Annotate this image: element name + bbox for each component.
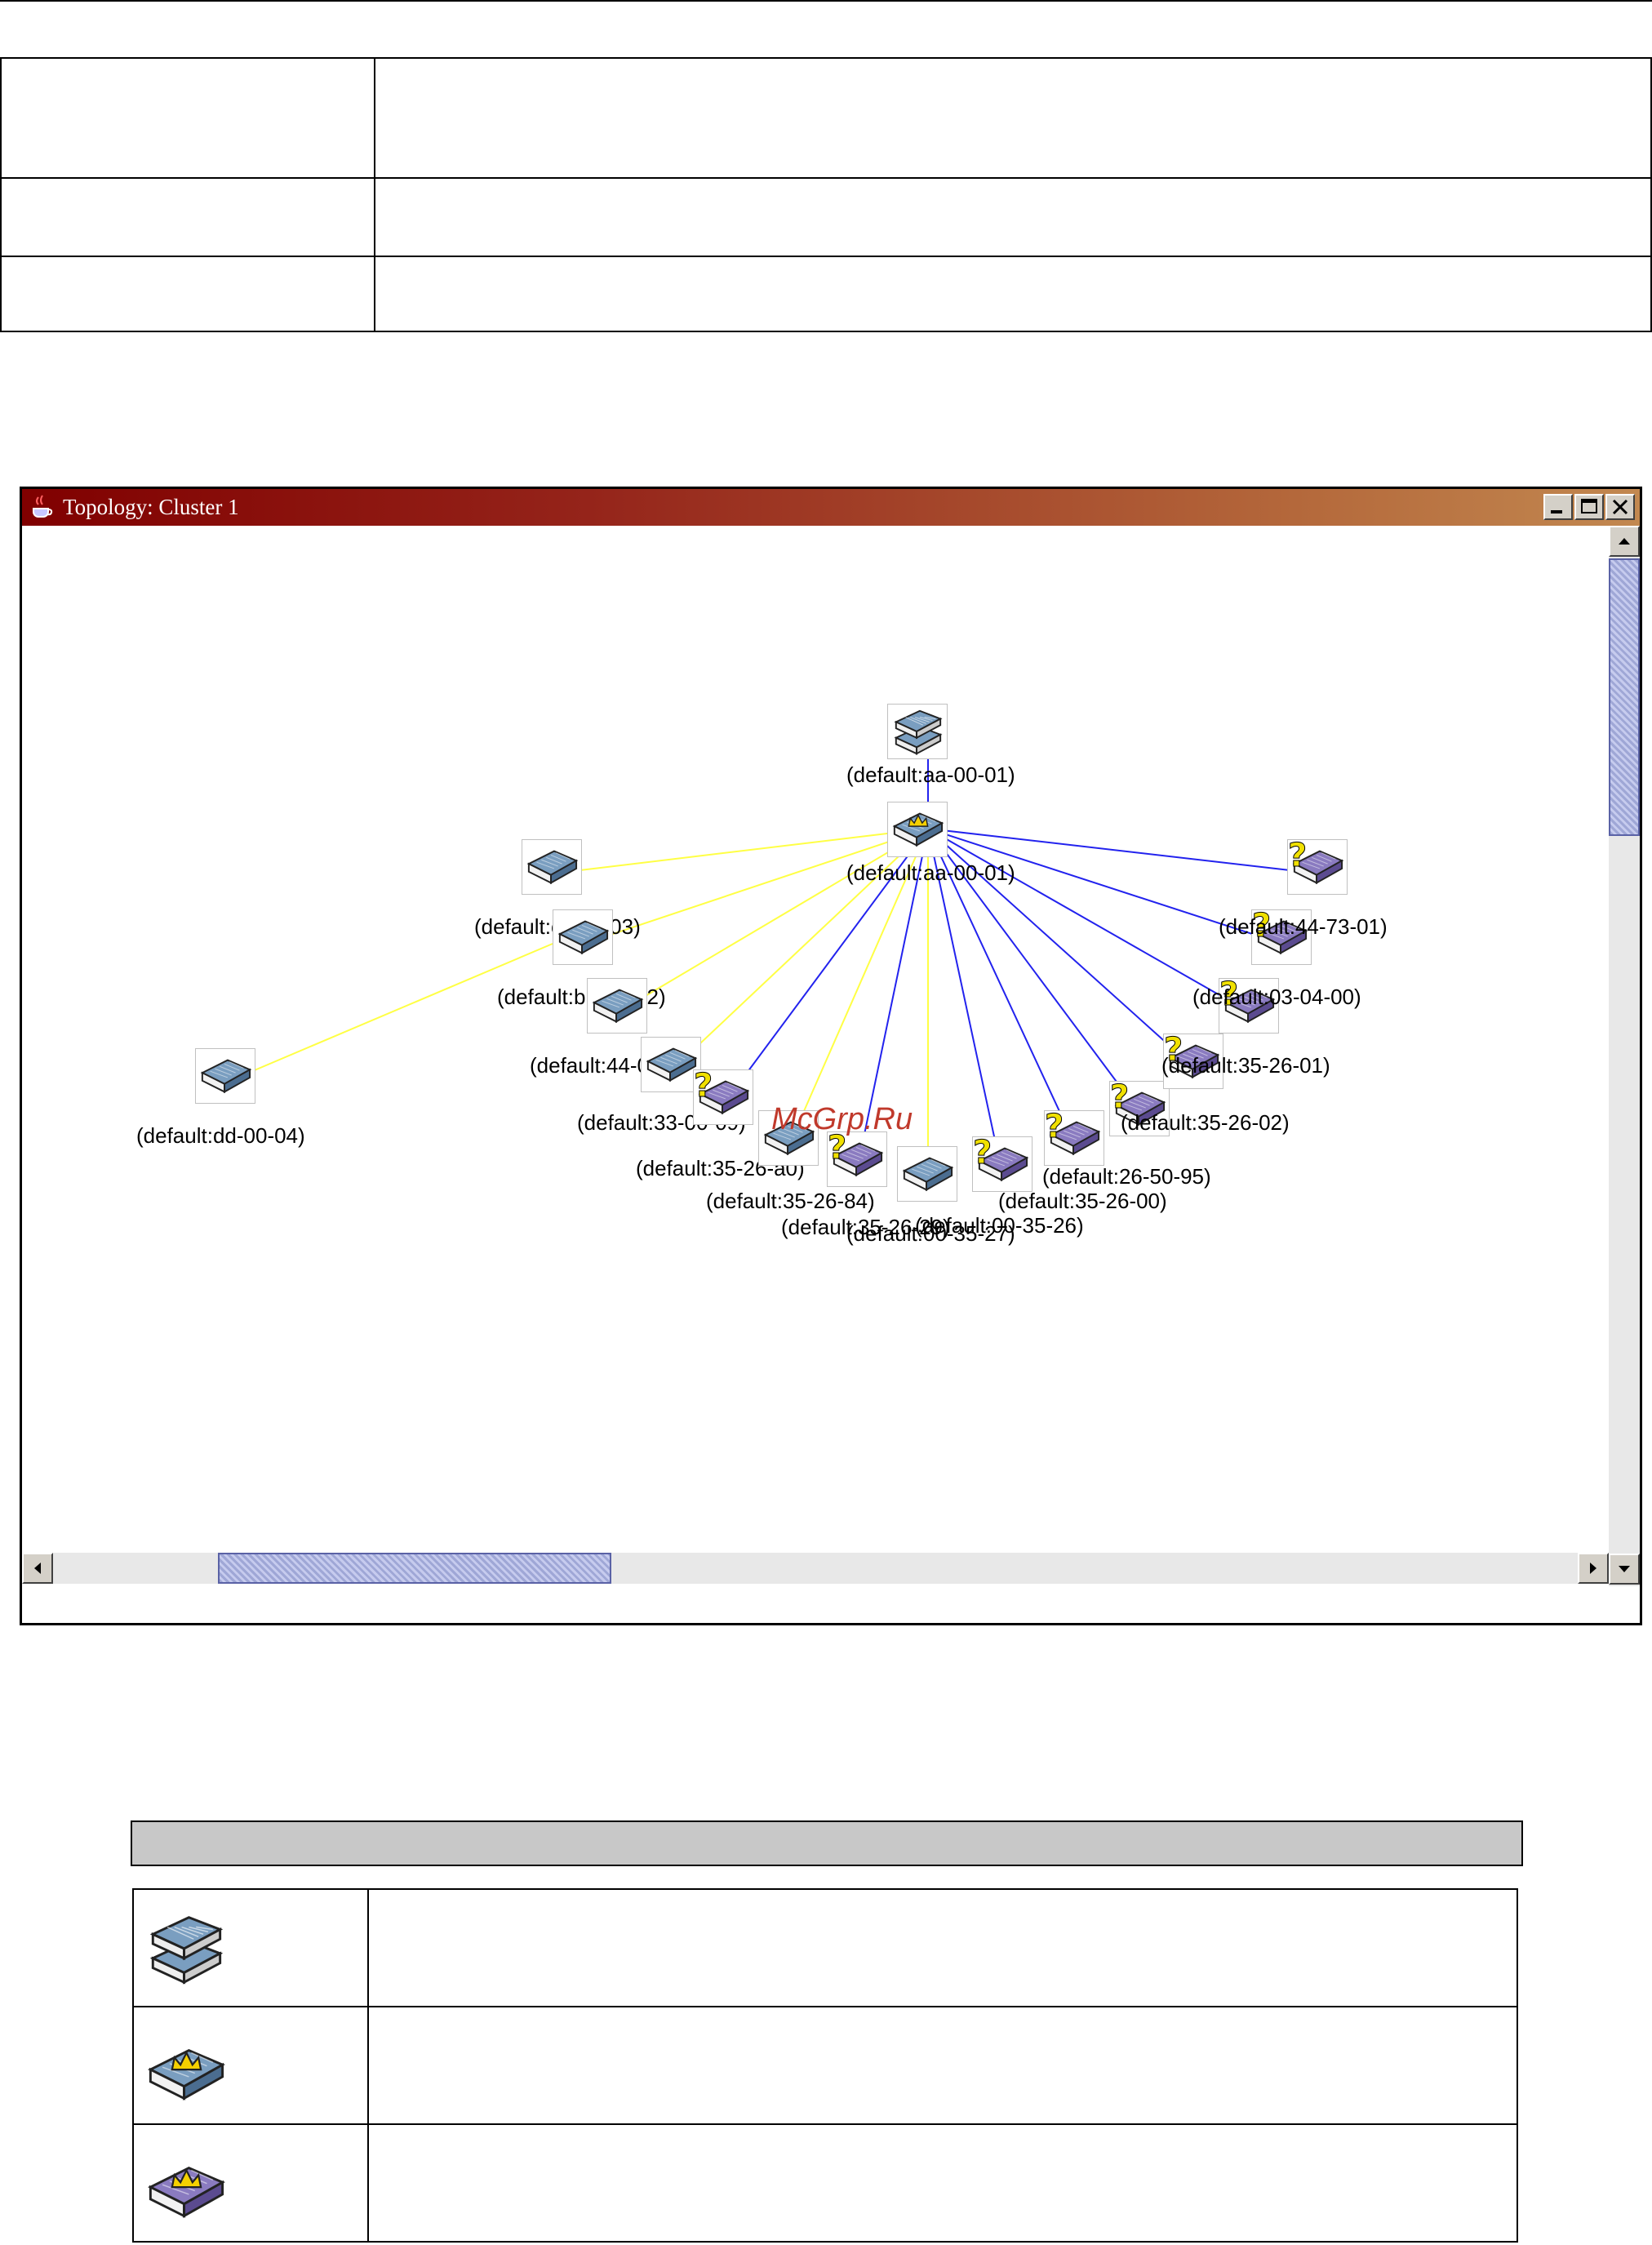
close-button[interactable] bbox=[1605, 494, 1635, 520]
question-mark-icon: ? bbox=[827, 1129, 847, 1167]
arrow-left-icon bbox=[34, 1563, 41, 1574]
title-bar[interactable]: Topology: Cluster 1 bbox=[22, 489, 1640, 526]
link-35-26-01 bbox=[927, 828, 1250, 1013]
node-label: (default:03-04-00) bbox=[1192, 985, 1361, 1009]
question-mark-icon: ? bbox=[1163, 1031, 1183, 1069]
question-mark-icon: ? bbox=[693, 1067, 713, 1105]
topology-node[interactable]: ? bbox=[1109, 1078, 1170, 1136]
table-cell bbox=[374, 256, 1652, 332]
table-cell bbox=[0, 57, 375, 179]
question-mark-icon: ? bbox=[972, 1134, 993, 1172]
scroll-left-button[interactable] bbox=[22, 1553, 53, 1584]
legend-text-cell bbox=[367, 2006, 1518, 2125]
legend-table bbox=[132, 1888, 1518, 2243]
question-mark-icon: ? bbox=[1287, 837, 1308, 875]
watermark: McGrp.Ru bbox=[771, 1102, 913, 1136]
link-dd-00-04 bbox=[238, 943, 553, 1078]
maximize-icon bbox=[1581, 499, 1597, 513]
link-44-00-10 bbox=[617, 828, 929, 1013]
maximize-button[interactable] bbox=[1574, 494, 1604, 520]
legend-icon-cell bbox=[132, 2006, 369, 2125]
node-label: (default:35-26-00) bbox=[998, 1189, 1167, 1213]
scroll-right-button[interactable] bbox=[1578, 1553, 1609, 1584]
topology-node[interactable] bbox=[887, 704, 948, 759]
node-label: (default:35-26-84) bbox=[706, 1189, 875, 1213]
vertical-scroll-thumb[interactable] bbox=[1609, 558, 1640, 836]
topology-node[interactable]: ? bbox=[1287, 837, 1348, 895]
link-cc-00-03 bbox=[552, 828, 929, 874]
topology-node[interactable] bbox=[553, 909, 613, 965]
link-00-35-26 bbox=[927, 828, 1002, 1171]
topology-node[interactable]: ? bbox=[1219, 976, 1279, 1034]
topology-node[interactable] bbox=[887, 802, 948, 857]
node-label: (default:44-73-01) bbox=[1219, 914, 1388, 939]
topology-window: Topology: Cluster 1 bbox=[20, 487, 1642, 1625]
node-label: (default:dd-00-04) bbox=[136, 1123, 305, 1148]
close-icon bbox=[1612, 499, 1628, 515]
node-label: (default:aa-00-01) bbox=[846, 860, 1015, 885]
table-cell bbox=[0, 256, 375, 332]
arrow-up-icon bbox=[1619, 538, 1630, 545]
link-44-73-01 bbox=[927, 828, 1319, 874]
horizontal-scroll-thumb[interactable] bbox=[218, 1553, 611, 1584]
question-mark-icon: ? bbox=[1109, 1078, 1130, 1117]
node-label: (default:26-50-95) bbox=[1042, 1164, 1211, 1189]
link-bb-00-02 bbox=[583, 828, 929, 945]
arrow-right-icon bbox=[1590, 1563, 1596, 1574]
topology-node[interactable] bbox=[897, 1146, 957, 1202]
topology-node[interactable] bbox=[587, 978, 647, 1034]
legend-text-cell bbox=[367, 1888, 1518, 2007]
minimize-icon bbox=[1551, 510, 1562, 513]
topology-node[interactable] bbox=[641, 1037, 701, 1092]
question-mark-icon: ? bbox=[1251, 907, 1272, 945]
topology-links bbox=[238, 757, 1319, 1179]
table-cell bbox=[374, 57, 1652, 179]
node-label: (default:35-26-01) bbox=[1161, 1053, 1330, 1078]
link-35-26-29 bbox=[857, 828, 929, 1167]
question-mark-icon: ? bbox=[1044, 1108, 1064, 1146]
link-35-26-00 bbox=[927, 828, 1076, 1145]
header-rule bbox=[0, 0, 1652, 2]
link-35-26-a0 bbox=[723, 828, 929, 1105]
legend-header-bar bbox=[131, 1820, 1523, 1866]
topology-node[interactable]: ? bbox=[1251, 907, 1312, 965]
topology-canvas[interactable]: (default:aa-00-01) (default:aa-00-01) (d… bbox=[22, 526, 1609, 1553]
node-label: (default:aa-00-01) bbox=[846, 762, 1015, 787]
topology-node[interactable]: ? bbox=[693, 1067, 753, 1125]
topology-node[interactable] bbox=[758, 1110, 819, 1166]
description-table bbox=[0, 57, 1652, 332]
arrow-down-icon bbox=[1619, 1566, 1630, 1572]
table-cell bbox=[0, 177, 375, 257]
table-cell bbox=[374, 177, 1652, 257]
link-35-26-84 bbox=[788, 828, 929, 1145]
topology-node[interactable]: ? bbox=[1044, 1108, 1104, 1166]
node-label: (default:00-35-26) bbox=[915, 1213, 1084, 1238]
commander-candidate-switch-icon bbox=[140, 2166, 230, 2236]
topology-node[interactable] bbox=[522, 839, 582, 895]
question-mark-icon: ? bbox=[1219, 976, 1239, 1014]
horizontal-scrollbar[interactable] bbox=[22, 1553, 1609, 1584]
topology-node[interactable] bbox=[195, 1048, 255, 1104]
topology-node[interactable]: ? bbox=[1163, 1031, 1223, 1089]
link-03-04-00 bbox=[927, 828, 1283, 945]
minimize-button[interactable] bbox=[1543, 494, 1573, 520]
link-35-26-02 bbox=[927, 828, 1195, 1069]
topology-node[interactable]: ? bbox=[972, 1134, 1032, 1192]
node-label: (default:00-35-27) bbox=[846, 1221, 1015, 1246]
scroll-up-button[interactable] bbox=[1609, 526, 1640, 557]
node-label: (default:35-26-02) bbox=[1121, 1110, 1290, 1135]
scroll-down-button[interactable] bbox=[1609, 1554, 1640, 1585]
java-cup-icon bbox=[33, 495, 53, 518]
legend-text-cell bbox=[367, 2123, 1518, 2243]
stacked-switch-icon bbox=[140, 1916, 230, 1993]
window-title: Topology: Cluster 1 bbox=[63, 495, 239, 519]
vertical-scrollbar[interactable] bbox=[1609, 526, 1640, 1586]
link-33-00-09 bbox=[671, 828, 929, 1071]
legend-icon-cell bbox=[132, 1888, 369, 2007]
topology-node[interactable]: ? bbox=[827, 1129, 887, 1187]
link-26-50-95 bbox=[927, 828, 1141, 1114]
node-label: (default:35-26-29) bbox=[781, 1215, 950, 1239]
legend-icon-cell bbox=[132, 2123, 369, 2243]
commander-switch-icon bbox=[140, 2048, 230, 2118]
